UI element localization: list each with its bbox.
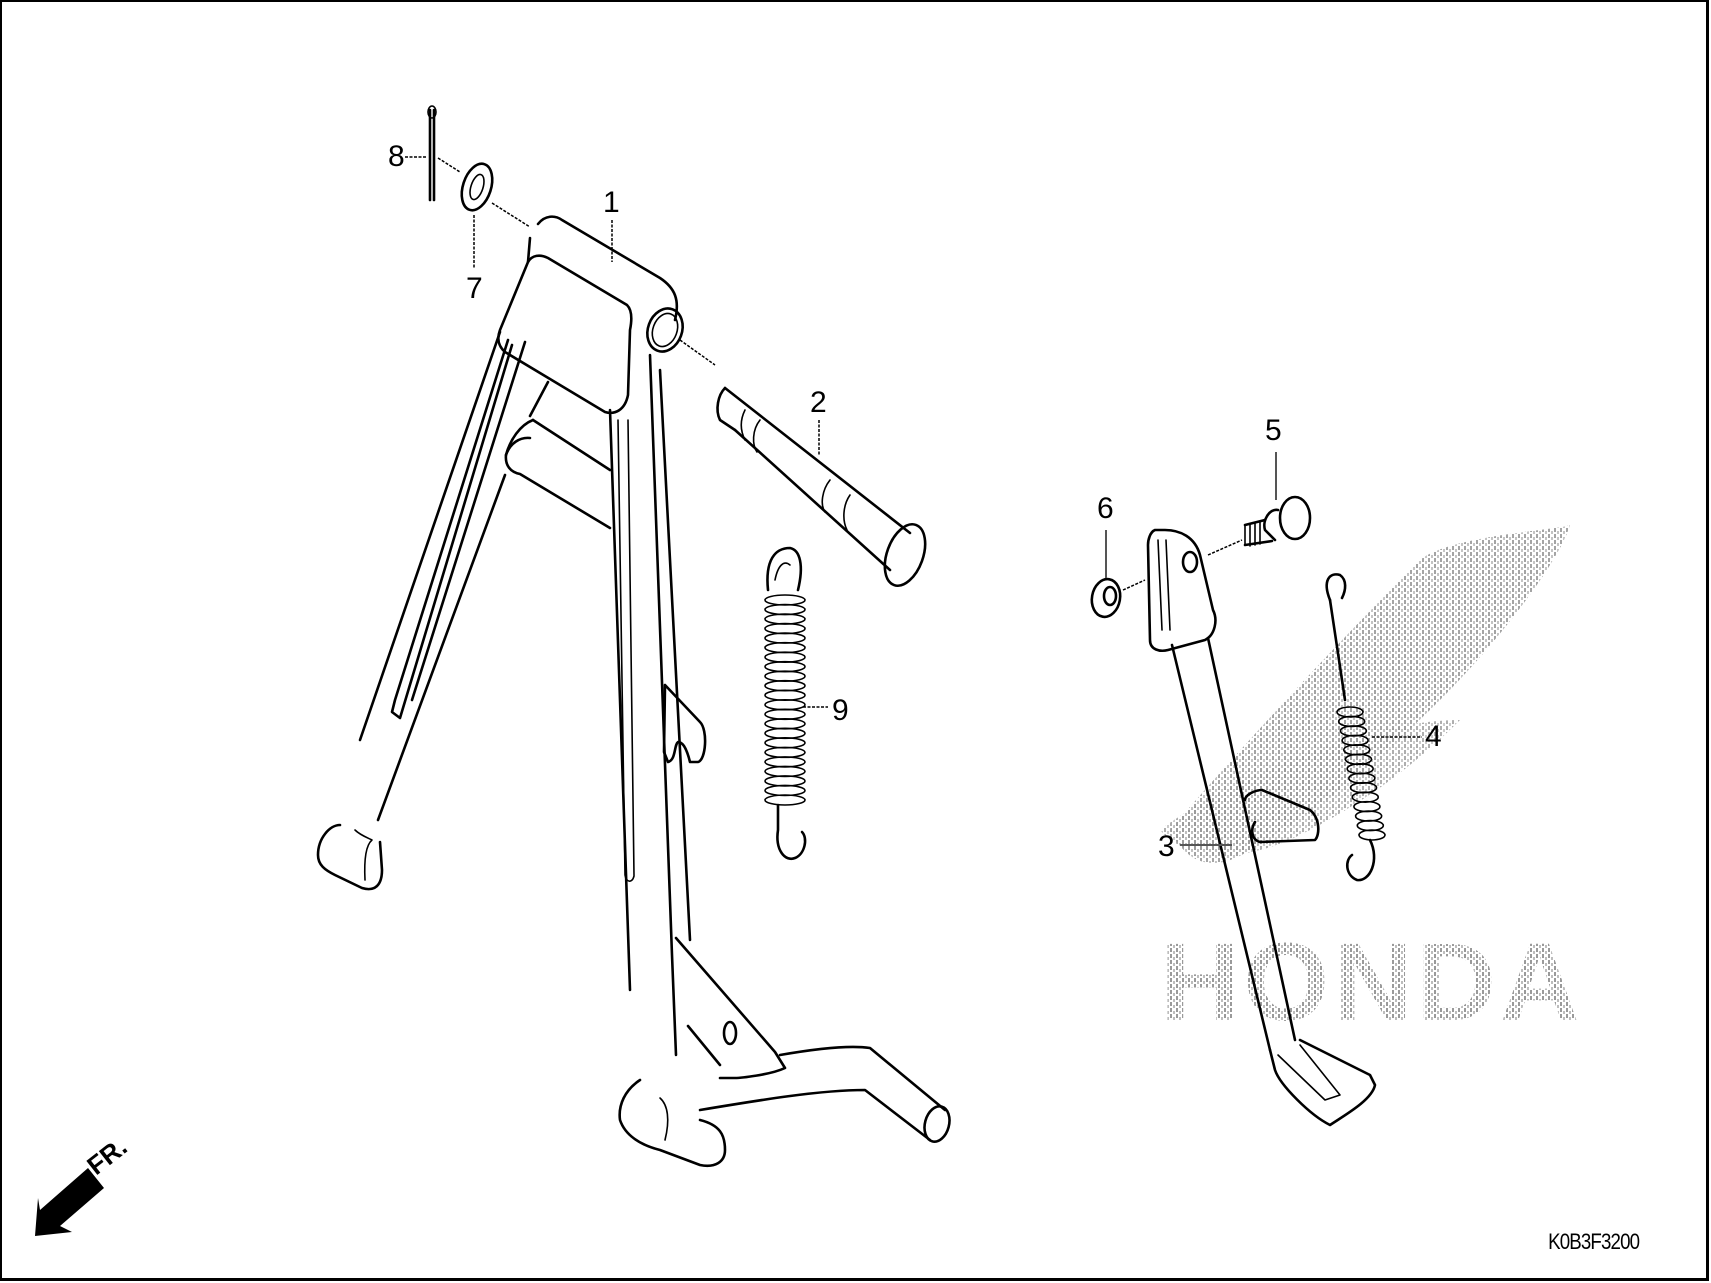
- spring-9-coil: [764, 727, 806, 740]
- spring-9-coil: [764, 622, 806, 635]
- spring-9-coil: [764, 632, 806, 644]
- spring-9-coil: [764, 641, 806, 654]
- spring-9-coil: [764, 765, 806, 778]
- callout-1: 1: [603, 186, 620, 219]
- spring-9-coil: [764, 603, 806, 616]
- callout-3: 3: [1158, 830, 1175, 863]
- spring-9-coil: [764, 708, 806, 721]
- callout-6: 6: [1097, 492, 1114, 525]
- part-2-pivot-shaft: [716, 386, 927, 587]
- watermark-text: HONDA: [1160, 921, 1583, 1044]
- part-4-side-stand-spring: [1325, 573, 1386, 882]
- spring-4-coil: [1354, 810, 1383, 822]
- spring-4-coil: [1358, 829, 1386, 841]
- callout-8: 8: [388, 140, 405, 173]
- part-5-bolt: [1243, 495, 1312, 547]
- diagram-code: K0B3F3200: [1547, 1229, 1640, 1254]
- callouts: 8 7 1 2 9 6 5 4 3: [388, 140, 1442, 863]
- spring-9-coil: [764, 794, 806, 806]
- callout-2: 2: [810, 386, 827, 419]
- front-arrow-icon: [35, 1168, 104, 1236]
- spring-9-coil: [764, 784, 806, 797]
- part-3-side-stand: [1146, 528, 1377, 1127]
- spring-9-coil: [764, 746, 806, 759]
- part-6-nut: [1090, 577, 1122, 619]
- spring-9-coil: [764, 689, 806, 702]
- spring-9-coil: [764, 718, 806, 730]
- callout-9: 9: [832, 694, 849, 727]
- bracket-hole: [722, 1020, 738, 1046]
- spring-9-coil: [764, 660, 806, 673]
- spring-9-coil: [764, 613, 806, 625]
- part-9-main-stand-spring: [764, 546, 807, 861]
- spring-9-coil: [764, 679, 806, 692]
- part-7-washer: [460, 162, 494, 212]
- spring-9-coil: [764, 775, 806, 787]
- front-direction-indicator: FR.: [35, 1131, 133, 1236]
- spring-9-coil: [764, 670, 806, 682]
- callout-4: 4: [1425, 720, 1442, 753]
- spring-4-coil: [1356, 819, 1385, 832]
- spring-4-coil: [1353, 800, 1381, 813]
- callout-7: 7: [466, 272, 483, 305]
- spring-9-coil: [764, 737, 806, 749]
- part-8-cotter-pin: [427, 105, 437, 202]
- spring-9-coil: [764, 651, 806, 663]
- callout-5: 5: [1265, 414, 1282, 447]
- spring-9-coil: [764, 698, 806, 711]
- spring-9-coil: [764, 594, 806, 606]
- spring-9-coil: [764, 756, 806, 768]
- honda-watermark: HONDA: [1160, 525, 1583, 1044]
- part-1-main-stand: [316, 215, 951, 1168]
